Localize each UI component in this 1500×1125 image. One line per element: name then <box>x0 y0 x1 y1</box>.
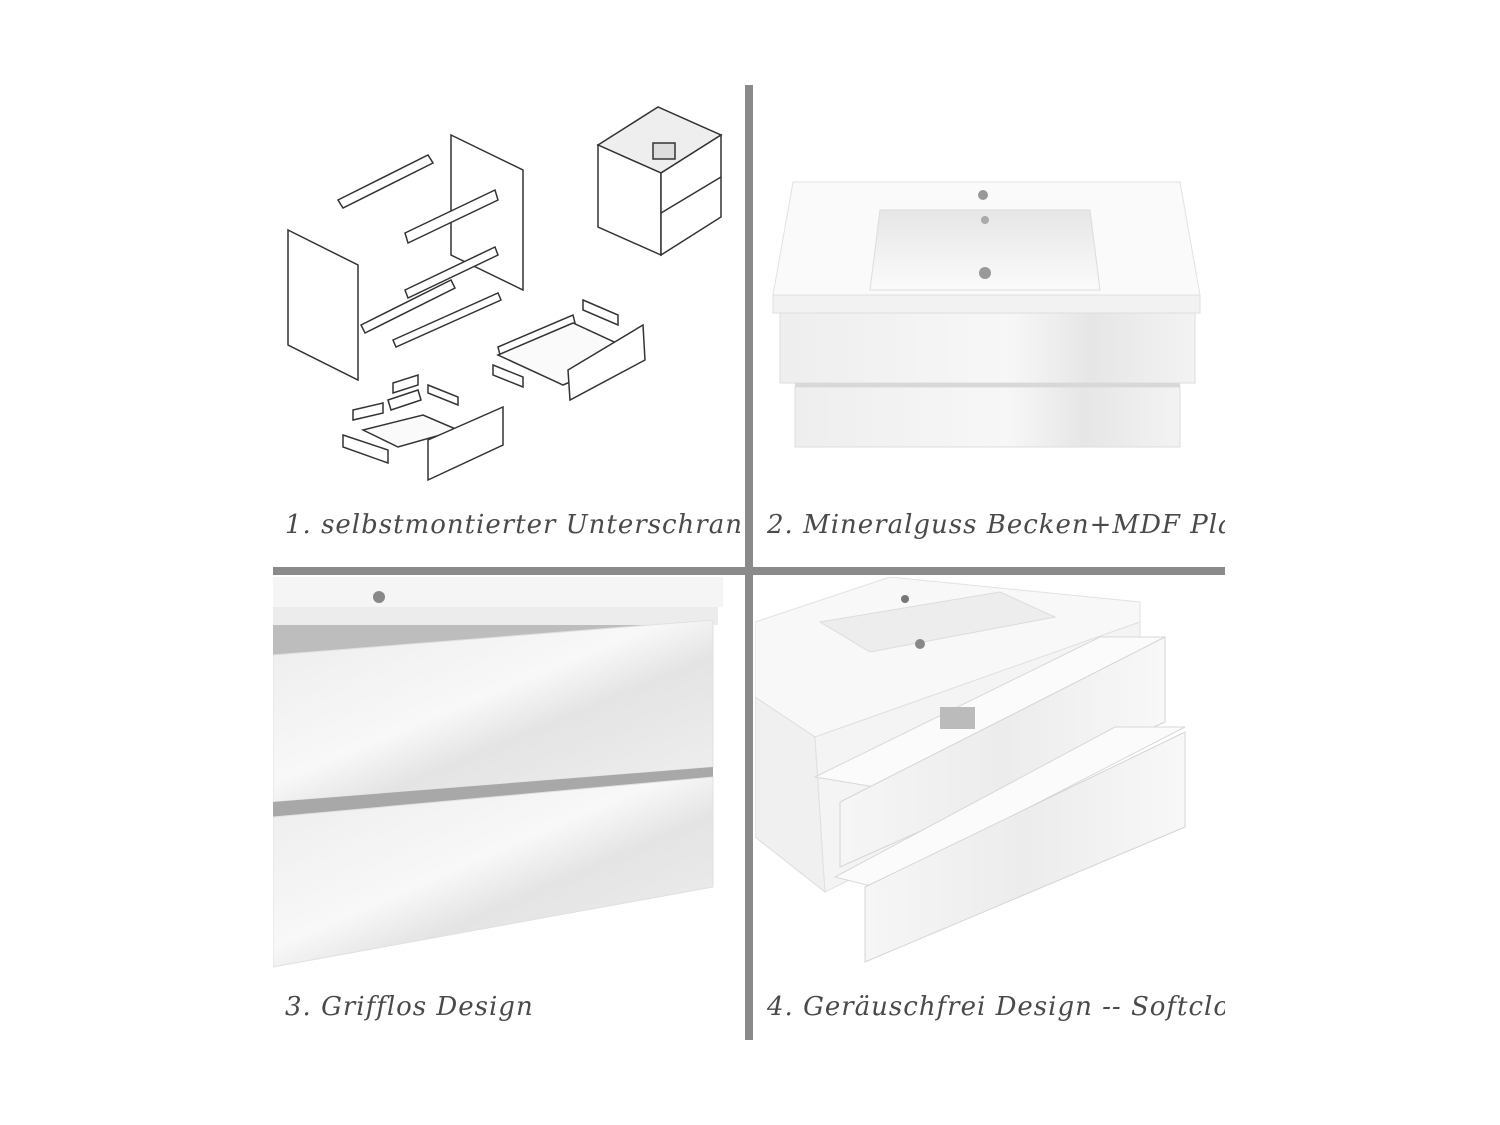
caption-3: 3. Grifflos Design <box>285 992 534 1022</box>
caption-4: 4. Geräuschfrei Design -- Softclose <box>767 992 1225 1022</box>
panel-softclose: 4. Geräuschfrei Design -- Softclose <box>755 577 1225 1037</box>
open-drawers-image <box>755 577 1186 963</box>
assembly-diagram-image <box>287 106 723 482</box>
caption-1: 1. selbstmontierter Unterschrank <box>285 510 743 540</box>
vanity-front-image <box>772 181 1201 448</box>
panel-vanity: 2. Mineralguss Becken+MDF Platte <box>755 85 1225 565</box>
side-panel-left <box>287 228 359 382</box>
handleless-closeup-image <box>273 577 723 968</box>
panel-assembly: 1. selbstmontierter Unterschrank <box>273 85 743 565</box>
vertical-divider <box>745 85 753 1040</box>
horizontal-divider <box>273 567 1225 575</box>
caption-2: 2. Mineralguss Becken+MDF Platte <box>767 510 1225 540</box>
panel-handleless: 3. Grifflos Design <box>273 577 743 1037</box>
